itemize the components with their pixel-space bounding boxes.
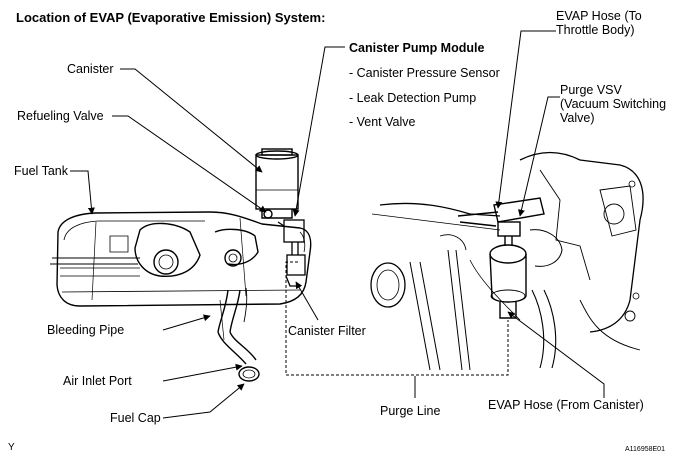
label-evap-hose-to-throttle-body: EVAP Hose (To Throttle Body) xyxy=(556,9,642,37)
page-title: Location of EVAP (Evaporative Emission) … xyxy=(16,10,326,25)
purge-line-dashed xyxy=(285,261,509,376)
module-item-vent-valve: - Vent Valve xyxy=(349,115,416,129)
fuel-tank-drawing xyxy=(50,211,312,307)
label-bleeding-pipe: Bleeding Pipe xyxy=(47,323,125,337)
module-item-pressure-sensor: - Canister Pressure Sensor xyxy=(349,66,500,80)
label-canister-filter: Canister Filter xyxy=(288,324,366,338)
pump-module-drawing xyxy=(277,219,306,287)
label-fuel-tank: Fuel Tank xyxy=(14,164,68,178)
label-fuel-cap: Fuel Cap xyxy=(110,411,161,425)
leader-lines xyxy=(70,30,605,419)
label-purge-line: Purge Line xyxy=(380,404,441,418)
label-evap-hose-from-canister: EVAP Hose (From Canister) xyxy=(488,398,644,412)
label-purge-vsv: Purge VSV (Vacuum Switching Valve) xyxy=(560,83,667,125)
canister-pump-module-heading: Canister Pump Module xyxy=(349,41,485,55)
figure-code: A116958E01 xyxy=(625,446,665,453)
canister-drawing xyxy=(255,148,299,219)
filler-neck-drawing xyxy=(217,287,260,382)
module-item-leak-detection-pump: - Leak Detection Pump xyxy=(349,91,477,105)
purge-vsv-drawing xyxy=(457,197,545,319)
label-refueling-valve: Refueling Valve xyxy=(17,109,104,123)
corner-mark-left: Y xyxy=(8,442,15,453)
engine-drawing xyxy=(370,151,644,371)
label-canister: Canister xyxy=(67,62,114,76)
label-air-inlet-port: Air Inlet Port xyxy=(63,374,132,388)
